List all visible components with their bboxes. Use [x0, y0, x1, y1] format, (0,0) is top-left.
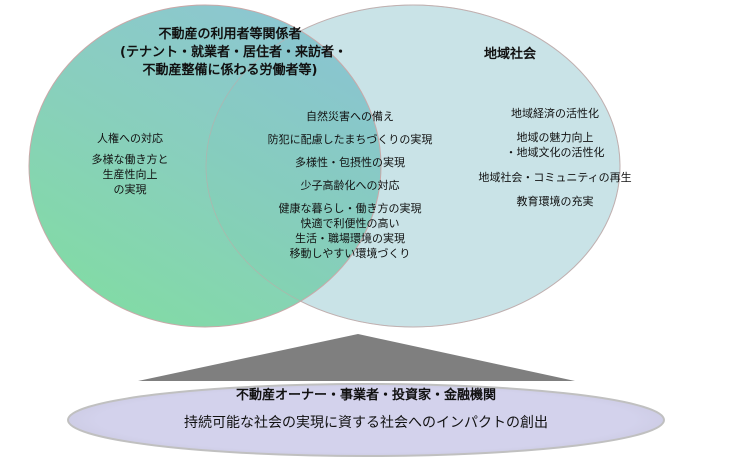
support-triangle	[138, 334, 575, 381]
base-title: 不動産オーナー・事業者・投資家・金融機関	[235, 388, 496, 403]
left-circle	[28, 4, 382, 328]
list-item: 多様性・包摂性の実現	[295, 156, 405, 169]
list-item: 移動しやすい環境づくり	[289, 247, 411, 260]
list-item: 生活・職場環境の実現	[295, 232, 405, 245]
title-line: (テナント・就業者・居住者・来訪者・	[120, 45, 347, 60]
list-item: 健康な暮らし・働き方の実現	[278, 202, 422, 215]
list-item: 快適で利便性の高い	[300, 217, 400, 230]
right-circle-outline	[205, 4, 621, 328]
base-ellipse	[67, 383, 665, 457]
base-subtitle: 持続可能な社会の実現に資する社会へのインパクトの創出	[184, 415, 548, 431]
overlap-items: 自然災害への備え 防犯に配慮したまちづくりの実現 多様性・包摂性の実現 少子高齢…	[255, 109, 445, 261]
left-circle-title: 不動産の利用者等関係者 (テナント・就業者・居住者・来訪者・ 不動産整備に係わる…	[120, 26, 347, 80]
list-item: 生産性向上	[102, 168, 158, 181]
list-item: 地域の魅力向上	[516, 131, 594, 144]
title-line: 不動産の利用者等関係者	[158, 27, 302, 42]
list-item: 人権への対応	[97, 132, 163, 145]
list-item: 教育環境の充実	[516, 195, 594, 208]
list-item: の実現	[113, 183, 147, 196]
list-item: 自然災害への備え	[306, 110, 394, 123]
list-item: 地域社会・コミュニティの再生	[478, 171, 632, 184]
right-circle-items: 地域経済の活性化 地域の魅力向上 ・地域文化の活性化 地域社会・コミュニティの再…	[470, 106, 640, 209]
list-item: 少子高齢化への対応	[300, 179, 400, 192]
left-circle-items: 人権への対応 多様な働き方と 生産性向上 の実現	[75, 131, 185, 197]
list-item: 地域経済の活性化	[511, 107, 599, 120]
list-item: 多様な働き方と	[91, 153, 169, 166]
list-item: ・地域文化の活性化	[505, 146, 605, 159]
right-circle-title: 地域社会	[483, 47, 536, 62]
title-line: 不動産整備に係わる労働者等)	[142, 63, 318, 78]
list-item: 防犯に配慮したまちづくりの実現	[267, 133, 433, 146]
